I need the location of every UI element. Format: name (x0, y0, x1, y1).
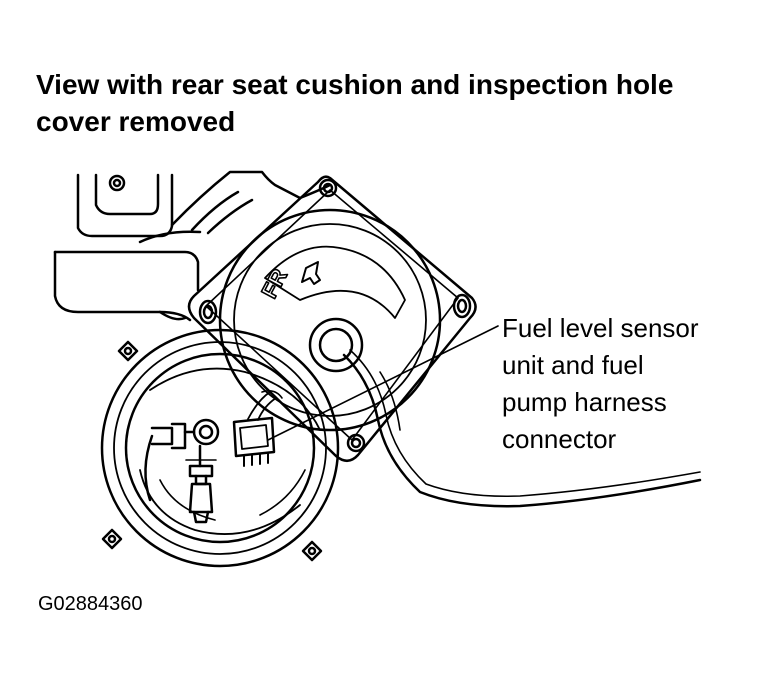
plate-bolt (198, 299, 218, 325)
pump-sender (185, 444, 217, 524)
figure-id: G02884360 (38, 593, 143, 615)
plate-marking-fr: FR (256, 265, 292, 303)
callout-line-3: pump harness (502, 387, 667, 417)
fuel-pump-unit (100, 328, 340, 568)
pump-bolt (117, 340, 139, 362)
title-line-2: cover removed (36, 106, 236, 137)
pump-bolt (101, 528, 123, 550)
callout-line-2: unit and fuel (502, 350, 644, 380)
plate-bolt (452, 293, 472, 319)
body-panel (53, 170, 332, 322)
plate-bolt (318, 178, 338, 198)
title-line-1: View with rear seat cushion and inspecti… (36, 69, 674, 100)
callout-line-1: Fuel level sensor (502, 313, 699, 343)
callout-line-4: connector (502, 424, 617, 454)
harness-connector (232, 390, 283, 467)
connector-callout: Fuel level sensor unit and fuel pump har… (502, 310, 752, 458)
callout-leader-line (267, 325, 499, 441)
fuel-line-fitting (144, 418, 220, 502)
diagram-title: View with rear seat cushion and inspecti… (36, 66, 736, 140)
plate-bolt (346, 433, 366, 453)
pump-bolt (301, 540, 323, 562)
wire-harness (342, 349, 702, 508)
inspection-plate (187, 175, 477, 462)
